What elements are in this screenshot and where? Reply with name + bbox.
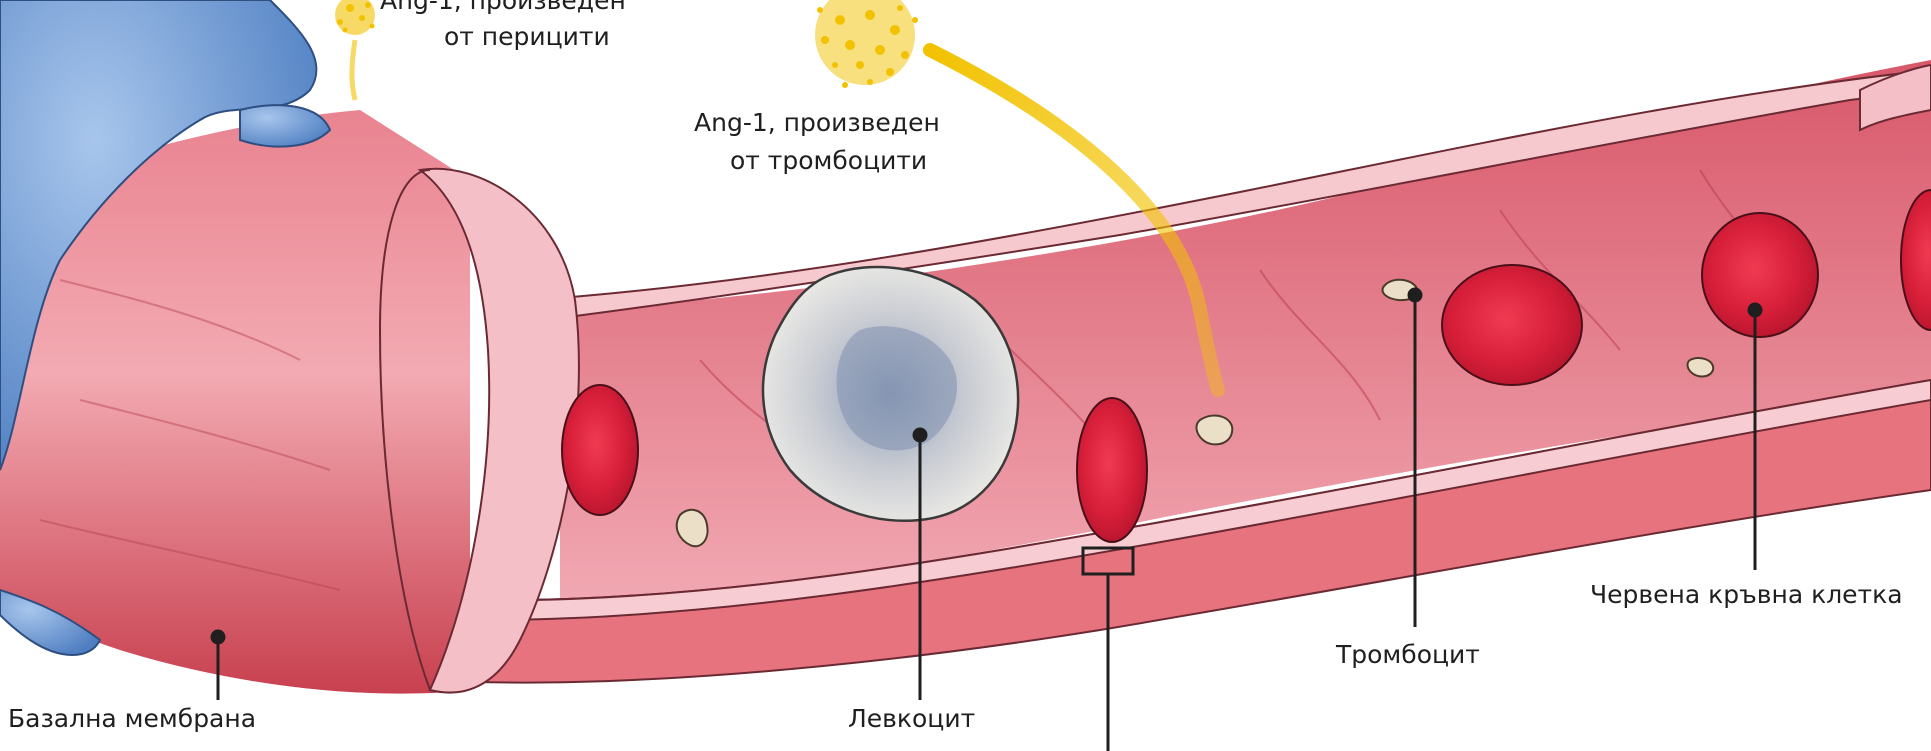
label-ang1-pericytes-line2: от перицити [444, 22, 610, 52]
ang1-platelets-cluster [815, 0, 918, 88]
label-red-blood-cell: Червена кръвна клетка [1590, 580, 1903, 610]
label-ang1-platelets-line2: от тромбоцити [730, 146, 927, 176]
label-leukocyte: Левкоцит [848, 704, 975, 734]
ang1-pericytes-cluster [335, 0, 375, 100]
label-platelet: Тромбоцит [1336, 640, 1480, 670]
leukocyte [763, 267, 1018, 521]
label-ang1-pericytes-line1: Ang-1, произведен [380, 0, 626, 16]
label-basal-membrane: Базална мембрана [8, 704, 256, 734]
label-ang1-platelets-line1: Ang-1, произведен [694, 108, 940, 138]
